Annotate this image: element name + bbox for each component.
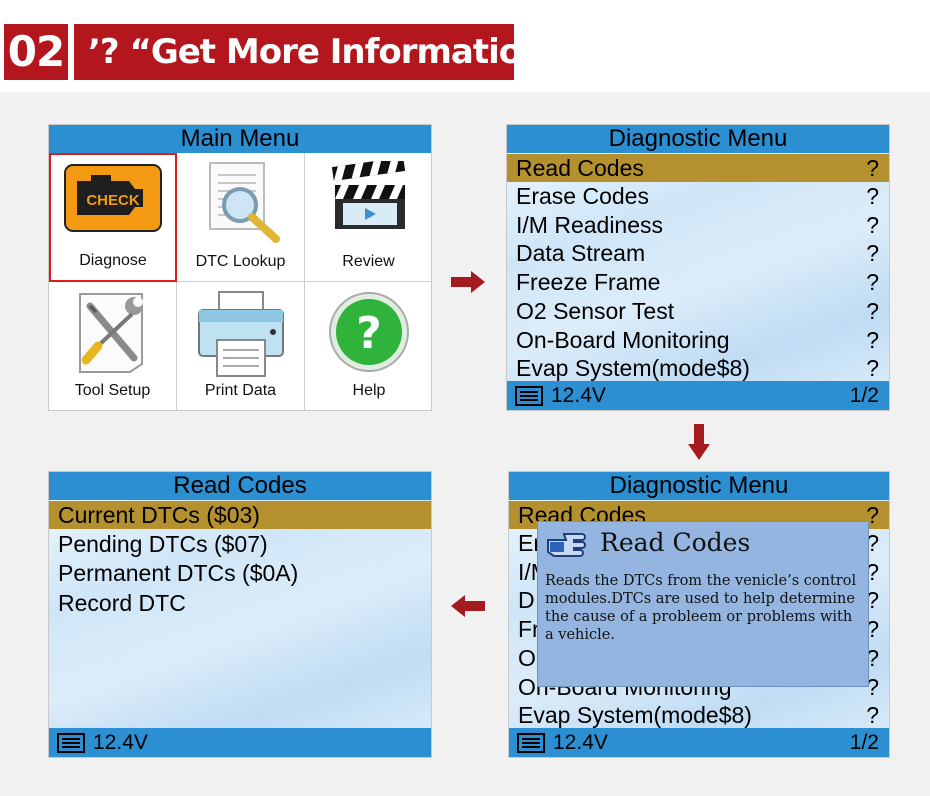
page-indicator: 1/2 (849, 731, 879, 754)
help-mark: ? (866, 183, 879, 209)
screen-body: Read Codes? Erase Codes? I/M Readiness? … (507, 153, 889, 381)
screen-body: Current DTCs ($03) Pending DTCs ($07) Pe… (49, 500, 431, 728)
step-title: ’? “Get More Information (74, 24, 545, 80)
arrow-right-icon (451, 271, 485, 293)
diag-row-im-readiness[interactable]: I/M Readiness? (516, 212, 879, 238)
rc-row-permanent-dtcs[interactable]: Permanent DTCs ($0A) (58, 560, 299, 586)
main-menu-screen: Main Menu CHECK Diagnose DTC Lookup (48, 124, 432, 411)
help-mark: ? (866, 616, 879, 642)
diag-row-partial[interactable]: O? (518, 645, 879, 671)
rc-row-record-dtc[interactable]: Record DTC (58, 590, 186, 616)
menu-label-tool-setup: Tool Setup (74, 382, 151, 399)
voltage-readout: 12.4V (93, 731, 148, 754)
diag-row-read-codes[interactable]: Read Codes? (507, 154, 889, 182)
diag-row-on-board-monitoring[interactable]: On-Board Monitoring? (516, 327, 879, 353)
help-mark: ? (866, 674, 879, 700)
menu-item-tool-setup[interactable]: Tool Setup (49, 282, 177, 410)
diag-row-erase-codes[interactable]: Erase Codes? (516, 183, 879, 209)
diagnostic-help-screen: Diagnostic Menu Read Codes? Er? I/M? D? … (508, 471, 890, 758)
diag-row-partial[interactable]: Fr? (518, 616, 879, 642)
rc-row-current-dtcs[interactable]: Current DTCs ($03) (49, 501, 431, 529)
battery-menu-icon (517, 733, 545, 753)
printer-icon (197, 291, 284, 377)
diagnostic-menu-title: Diagnostic Menu (507, 125, 889, 153)
help-icon: ? (329, 292, 409, 372)
help-popup-title: Read Codes (600, 528, 751, 557)
battery-menu-icon (57, 733, 85, 753)
main-menu-title: Main Menu (49, 125, 431, 153)
diagnostic-menu-screen: Diagnostic Menu Read Codes? Erase Codes?… (506, 124, 890, 411)
rc-row-pending-dtcs[interactable]: Pending DTCs ($07) (58, 531, 268, 557)
menu-label-print-data: Print Data (204, 382, 277, 399)
read-codes-title: Read Codes (49, 472, 431, 500)
status-bar: 12.4V (49, 728, 431, 757)
screen-body: Read Codes? Er? I/M? D? Fr? O? On-Board … (509, 500, 889, 728)
help-mark: ? (866, 298, 879, 324)
diagnostic-menu-title: Diagnostic Menu (509, 472, 889, 500)
step-number: 02 (4, 24, 68, 80)
help-popup: Read Codes Reads the DTCs from the venic… (537, 521, 869, 687)
menu-item-print-data[interactable]: Print Data (177, 282, 305, 410)
diag-row-partial[interactable]: Er? (518, 530, 879, 556)
main-menu-grid: CHECK Diagnose DTC Lookup (49, 153, 431, 410)
help-mark: ? (866, 645, 879, 671)
status-bar: 12.4V 1/2 (509, 728, 889, 757)
help-mark: ? (866, 530, 879, 556)
diag-row-evap-system[interactable]: Evap System(mode$8)? (516, 355, 879, 381)
menu-item-diagnose[interactable]: CHECK Diagnose (49, 153, 177, 282)
arrow-down-icon (688, 424, 710, 460)
voltage-readout: 12.4V (551, 384, 606, 407)
menu-item-dtc-lookup[interactable]: DTC Lookup (177, 153, 305, 282)
status-bar: 12.4V 1/2 (507, 381, 889, 410)
menu-item-help[interactable]: ? Help (305, 282, 431, 410)
battery-menu-icon (515, 386, 543, 406)
check-engine-icon: CHECK (64, 164, 162, 232)
diag-row-partial[interactable]: D? (518, 587, 879, 613)
voltage-readout: 12.4V (553, 731, 608, 754)
help-mark: ? (866, 702, 879, 728)
tools-icon (78, 293, 143, 373)
menu-item-review[interactable]: Review (305, 153, 431, 282)
read-codes-screen: Read Codes Current DTCs ($03) Pending DT… (48, 471, 432, 758)
menu-label-review: Review (342, 253, 395, 270)
diag-row-data-stream[interactable]: Data Stream? (516, 240, 879, 266)
menu-label-dtc-lookup: DTC Lookup (195, 253, 286, 270)
clapperboard-icon (331, 161, 405, 229)
help-mark: ? (866, 355, 879, 381)
help-mark: ? (866, 327, 879, 353)
help-mark: ? (866, 587, 879, 613)
arrow-left-icon (451, 595, 485, 617)
help-mark: ? (866, 212, 879, 238)
help-mark: ? (866, 155, 879, 181)
diag-row-freeze-frame[interactable]: Freeze Frame? (516, 269, 879, 295)
magnifier-document-icon (208, 162, 280, 243)
pointing-hand-icon (547, 533, 586, 557)
help-mark: ? (866, 559, 879, 585)
help-mark: ? (866, 502, 879, 528)
menu-label-diagnose: Diagnose (79, 252, 147, 269)
page-indicator: 1/2 (849, 384, 879, 407)
check-badge-text: CHECK (86, 192, 140, 209)
help-popup-text: Reads the DTCs from the venicle’s contro… (545, 573, 857, 643)
menu-label-help: Help (352, 382, 386, 399)
help-mark: ? (866, 240, 879, 266)
header: 02 ’? “Get More Information (0, 0, 930, 92)
help-mark: ? (866, 269, 879, 295)
header-spacer (514, 24, 676, 80)
svg-text:?: ? (356, 308, 382, 359)
diag-row-o2-sensor-test[interactable]: O2 Sensor Test? (516, 298, 879, 324)
diag-row-evap-system[interactable]: Evap System(mode$8)? (518, 702, 879, 728)
